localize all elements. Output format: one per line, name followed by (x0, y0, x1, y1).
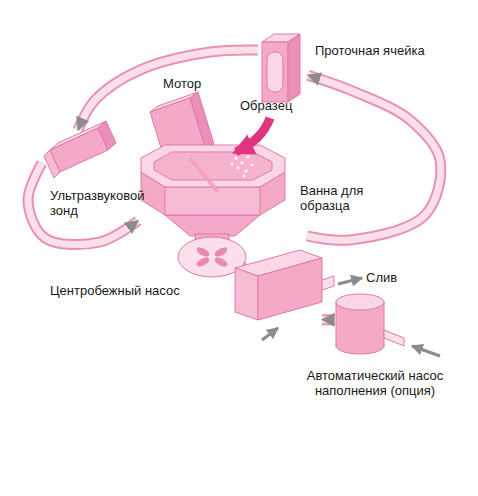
ultrasonic-probe-body (50, 128, 108, 172)
component: Автоматический насос наполнения (опция) (335, 295, 385, 357)
flow-cell-body (267, 52, 283, 92)
component: Мотор (148, 92, 212, 162)
ultrasonic-probe-body (44, 150, 60, 178)
valve-block (322, 276, 334, 290)
tube-inner (322, 316, 335, 323)
valve-block (235, 250, 334, 320)
drain-arrow (338, 278, 362, 284)
component: Центробежный насос (172, 236, 322, 330)
sample-bath-body (165, 187, 260, 215)
component-label: Центробежный насос (50, 283, 180, 298)
inlet-arrow (412, 346, 440, 356)
sample-particles (243, 175, 245, 177)
component-label: Мотор (163, 76, 201, 91)
tube-inner (78, 50, 258, 130)
sample-particles (234, 156, 237, 159)
sample-particles (244, 169, 247, 172)
sample-particles (251, 164, 254, 167)
sample-particles (231, 156, 254, 178)
component-label: Ванна для образца (300, 183, 380, 213)
sample-particles (241, 162, 244, 165)
component: Ванна для образца (138, 140, 288, 235)
motor-body (190, 92, 214, 150)
filling-pump-body (384, 330, 404, 346)
centrifugal-pump-body (195, 245, 229, 268)
flow-cell-body (262, 42, 288, 102)
sample-particles (237, 167, 240, 170)
tube-inner (307, 75, 441, 240)
drain-arrow (338, 278, 362, 284)
valve-block (258, 258, 322, 320)
sample-arrow (236, 118, 270, 152)
valve-inlet-arrow (262, 328, 278, 340)
component-label: Ультразвуковой зонд (50, 188, 158, 218)
part-label: Образец (240, 98, 292, 113)
sample-arrow (236, 118, 270, 152)
flow-cell-body (262, 34, 300, 102)
sample-bath-body (165, 215, 260, 236)
tube-outline (322, 314, 335, 325)
component: Проточная ячейка (258, 32, 308, 104)
sample-particles (247, 156, 250, 159)
flow-cell-body (288, 34, 300, 102)
inlet-arrow (412, 346, 440, 356)
tube-connector (322, 319, 335, 320)
tube-outline (307, 75, 441, 240)
centrifugal-pump-body (195, 255, 211, 268)
tube-connector (28, 163, 138, 245)
sample-bath-body (154, 152, 272, 180)
component: Ультразвуковой зонд (42, 130, 114, 185)
centrifugal-pump-body (213, 255, 229, 268)
tube-outline (28, 163, 138, 245)
tube-inner (28, 163, 138, 245)
centrifugal-pump-body (213, 245, 229, 258)
component-label: Проточная ячейка (315, 43, 425, 58)
part-label: Слив (366, 270, 397, 285)
valve-inlet-arrow (262, 328, 278, 340)
sample-bath-body (190, 158, 218, 192)
sample-bath-body (141, 145, 285, 187)
sample-particles (231, 163, 233, 165)
filling-pump-body (336, 294, 384, 310)
ultrasonic-probe-body (98, 121, 116, 150)
valve-block (235, 268, 258, 320)
component-label: Автоматический насос наполнения (опция) (290, 368, 460, 398)
tube-connector (307, 75, 441, 240)
tube-outline (78, 50, 258, 130)
filling-pump-body (336, 294, 404, 354)
tube-connector (78, 50, 258, 130)
sample-bath-body (141, 145, 285, 236)
centrifugal-pump-body (195, 245, 211, 258)
